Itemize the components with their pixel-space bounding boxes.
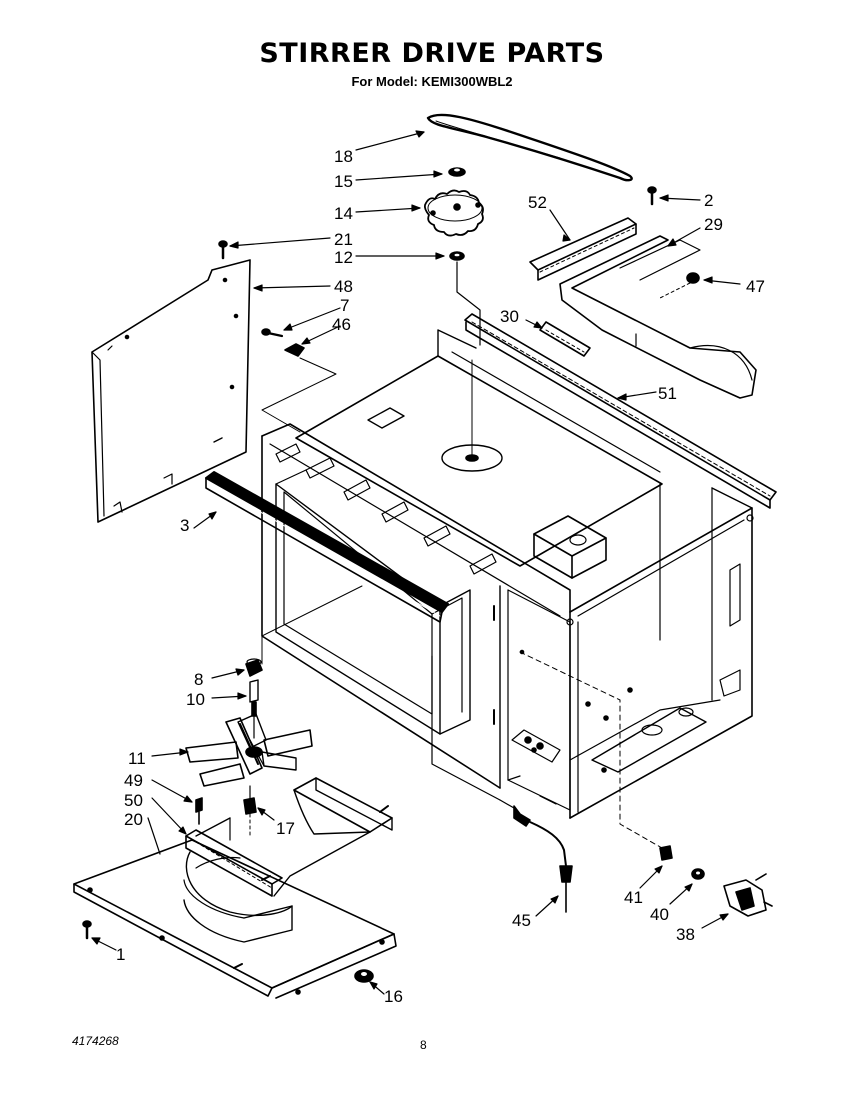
stirrer-blade-part-11 <box>185 713 313 787</box>
leader-dashed-41 <box>519 651 663 849</box>
side-panel-part-48 <box>91 259 251 523</box>
drive-belt-part-18 <box>426 113 633 182</box>
callout-20: 20 <box>124 810 143 829</box>
coupling-part-8 <box>245 658 263 677</box>
bracket-part-50 <box>185 829 283 897</box>
callout-46: 46 <box>332 315 351 334</box>
callout-40: 40 <box>650 905 669 924</box>
callout-51: 51 <box>658 384 677 403</box>
leader-outline-46 <box>261 357 337 433</box>
base-plate <box>73 839 397 999</box>
screw-part-49 <box>195 797 203 825</box>
bracket-part-29 <box>559 235 757 399</box>
callout-21: 21 <box>334 230 353 249</box>
stirrer-pulley-part-14 <box>423 189 484 237</box>
washer-part-12 <box>449 251 465 261</box>
callout-3: 3 <box>180 516 189 535</box>
callout-41: 41 <box>624 888 643 907</box>
callout-17: 17 <box>276 819 295 838</box>
strip-part-30 <box>539 321 591 357</box>
washer-part-40 <box>691 868 705 880</box>
callout-47: 47 <box>746 277 765 296</box>
callout-11: 11 <box>128 749 146 768</box>
callout-38: 38 <box>676 925 695 944</box>
callout-leaders <box>91 130 741 995</box>
callout-30: 30 <box>500 307 519 326</box>
shaft-part-10 <box>249 679 259 739</box>
callout-14: 14 <box>334 204 353 223</box>
callout-18: 18 <box>334 147 353 166</box>
microwave-cavity-body <box>261 329 754 819</box>
screw-part-7 <box>261 328 284 338</box>
callout-52: 52 <box>528 193 547 212</box>
model-subtitle: For Model: KEMI300WBL2 <box>351 74 513 89</box>
screw-part-2 <box>647 186 657 206</box>
leader-45-path <box>431 655 501 801</box>
washer-part-15 <box>448 167 466 177</box>
shaft-leader <box>456 261 481 346</box>
nut-part-17 <box>243 785 257 839</box>
switch-part-38 <box>723 873 773 917</box>
document-number: 4174268 <box>72 1034 119 1048</box>
nut-part-47 <box>659 272 700 299</box>
callout-29: 29 <box>704 215 723 234</box>
callout-45: 45 <box>512 911 531 930</box>
clip-part-46 <box>284 343 305 357</box>
probe-part-45 <box>499 799 573 913</box>
callout-7: 7 <box>340 296 349 315</box>
callout-12: 12 <box>334 248 353 267</box>
air-guide-part-20 <box>183 777 393 943</box>
callout-16: 16 <box>384 987 403 1006</box>
seal-strip-part-3 <box>205 471 449 623</box>
foot-part-16 <box>354 969 374 983</box>
callout-10: 10 <box>186 690 205 709</box>
strip-part-51 <box>464 313 777 509</box>
callout-1: 1 <box>116 945 125 964</box>
callout-48: 48 <box>334 277 353 296</box>
page-title: STIRRER DRIVE PARTS <box>259 38 605 69</box>
screw-part-21 <box>218 240 228 260</box>
page-number: 8 <box>420 1038 427 1052</box>
callout-2: 2 <box>704 191 713 210</box>
screw-part-1 <box>82 920 92 940</box>
callout-50: 50 <box>124 791 143 810</box>
nut-part-41 <box>659 845 673 861</box>
strip-part-52 <box>529 217 637 281</box>
callout-49: 49 <box>124 771 143 790</box>
callout-15: 15 <box>334 172 353 191</box>
callout-labels: 18 15 14 12 2 52 29 47 30 51 21 48 7 46 … <box>116 147 765 1006</box>
callout-8: 8 <box>194 670 203 689</box>
leader-to-stirrer <box>261 585 363 665</box>
